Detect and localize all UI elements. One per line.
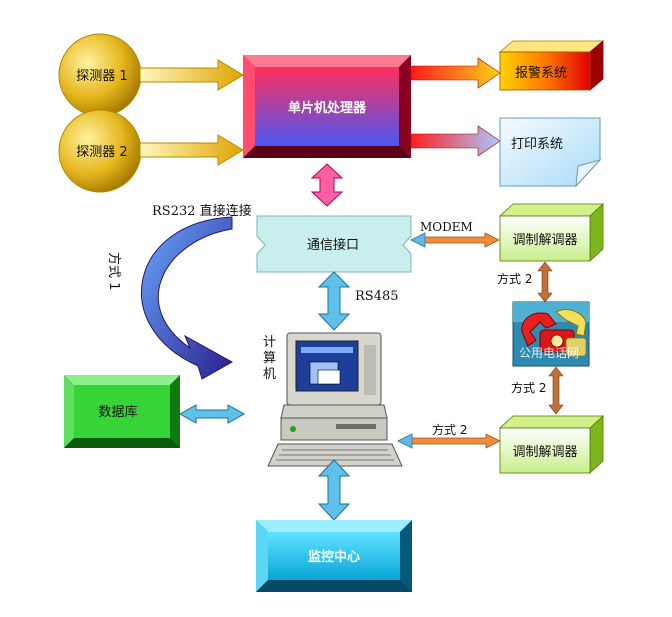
phone-network-icon: 公用电话网 xyxy=(512,301,590,367)
mcu-box: 单片机处理器 xyxy=(243,55,411,158)
mode2-lower-label: 方式 2 xyxy=(511,380,546,395)
detector-2: 探测器 2 xyxy=(58,109,142,193)
mode2-upper-label: 方式 2 xyxy=(497,271,532,286)
database-label: 数据库 xyxy=(98,404,137,420)
printer-document: 打印系统 xyxy=(499,117,602,188)
detector-1-label: 探测器 1 xyxy=(76,69,127,84)
detector-1: 探测器 1 xyxy=(58,33,142,117)
alarm-label: 报警系统 xyxy=(515,65,567,81)
monitor-center-box: 监控中心 xyxy=(256,520,412,592)
modem-bottom-label: 调制解调器 xyxy=(512,445,577,460)
modem-bottom-box: 调制解调器 xyxy=(498,415,605,474)
arrow-comm-computer xyxy=(317,271,351,331)
computer-label-char-3: 机 xyxy=(263,367,276,382)
alarm-box: 报警系统 xyxy=(498,40,605,91)
computer-icon xyxy=(267,332,403,467)
arrow-phone-modem xyxy=(548,366,564,415)
monitor-center-label: 监控中心 xyxy=(308,549,360,565)
arrow-mcu-to-printer xyxy=(410,125,501,157)
arrow-detector2-to-mcu xyxy=(139,134,244,166)
comm-port-box: 通信接口 xyxy=(256,215,412,273)
mode1-label: 方式 1 xyxy=(106,252,122,290)
modem-top-box: 调制解调器 xyxy=(498,203,605,262)
arrow-computer-monitor xyxy=(317,459,351,521)
arrow-computer-modem-left-head xyxy=(397,433,413,449)
comm-port-label: 通信接口 xyxy=(307,237,359,253)
phone-network-label: 公用电话网 xyxy=(519,346,579,360)
arrow-modem-phone xyxy=(537,261,553,303)
database-box: 数据库 xyxy=(64,375,180,448)
computer-label-char-2: 算 xyxy=(263,351,276,366)
arrow-database-computer xyxy=(178,404,246,424)
arrow-detector1-to-mcu xyxy=(139,59,244,91)
rs485-label: RS485 xyxy=(355,289,399,304)
modem-top-label: 调制解调器 xyxy=(512,233,577,248)
mcu-label: 单片机处理器 xyxy=(288,100,367,116)
computer-label-char-1: 计 xyxy=(263,335,276,350)
modem-label: MODEM xyxy=(420,220,473,234)
rs232-label: RS232 直接连接 xyxy=(152,203,252,219)
arrow-comm-modem-left-head xyxy=(410,232,426,248)
curved-arrow-mode1 xyxy=(141,216,234,380)
arrow-mcu-comm xyxy=(310,163,344,207)
detector-2-label: 探测器 2 xyxy=(76,145,127,160)
computer-label-vertical: 计 算 机 xyxy=(263,335,276,382)
mode2-computer-label: 方式 2 xyxy=(432,422,467,437)
arrow-mcu-to-alarm xyxy=(410,57,501,89)
printer-label: 打印系统 xyxy=(511,137,563,152)
